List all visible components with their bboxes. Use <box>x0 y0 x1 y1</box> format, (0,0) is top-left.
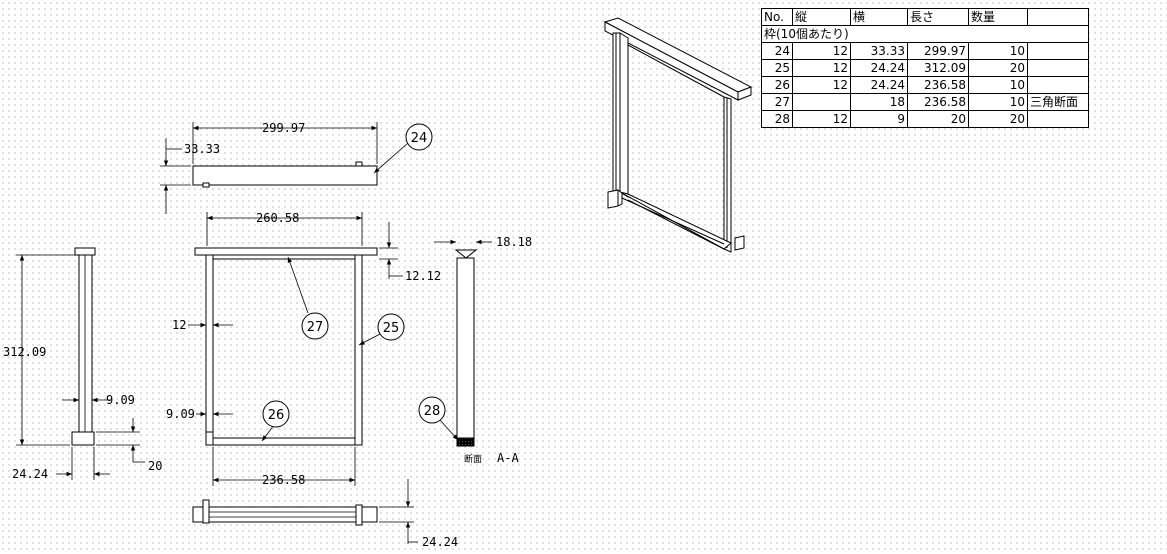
dim-top-height: 33.33 <box>184 142 220 156</box>
header-note <box>1027 8 1089 26</box>
cell: 12 <box>792 59 851 77</box>
top-view: 299.97 33.33 24 <box>160 121 433 214</box>
balloon-26-label: 26 <box>268 408 285 423</box>
header-width: 横 <box>850 8 908 26</box>
dim-small-offset-b: 9.09 <box>166 407 195 421</box>
section-view: 18.18 28 断面 A-A <box>418 235 532 465</box>
table-group-row: 枠(10個あたり) <box>761 25 1089 43</box>
dim-bottom-length: 236.58 <box>262 473 305 487</box>
cell: 12 <box>792 42 851 60</box>
section-label: 断面 <box>464 453 482 465</box>
section-hatch-28 <box>456 437 475 447</box>
header-length: 長さ <box>907 8 969 26</box>
cell <box>1027 76 1089 94</box>
cell: 299.97 <box>907 42 969 60</box>
dim-bottom-width: 24.24 <box>422 535 458 549</box>
cell: 10 <box>968 42 1028 60</box>
section-triangle-27 <box>454 249 478 259</box>
dim-top-length: 299.97 <box>262 121 305 135</box>
balloon-28-label: 28 <box>424 404 441 419</box>
table-row: 28 12 9 20 20 <box>761 110 1089 128</box>
cell: 9 <box>850 110 908 128</box>
dim-side-width: 24.24 <box>12 467 48 481</box>
cell: 10 <box>968 93 1028 111</box>
dim-foot-height: 20 <box>148 459 162 473</box>
dim-cross-height: 12.12 <box>405 269 441 283</box>
header-height: 縦 <box>792 8 851 26</box>
front-post-right-25 <box>354 254 363 446</box>
cell: 20 <box>968 59 1028 77</box>
dim-side-height: 312.09 <box>3 345 46 359</box>
cell: 236.58 <box>907 93 969 111</box>
header-quantity: 数量 <box>968 8 1028 26</box>
group-label: 枠(10個あたり) <box>761 25 1089 43</box>
table-row: 27 18 236.58 10 三角断面 <box>761 93 1089 111</box>
dim-small-offset: 9.09 <box>106 393 135 407</box>
cell <box>1027 110 1089 128</box>
cell: 236.58 <box>907 76 969 94</box>
side-view: 312.09 9.09 20 24.24 <box>3 247 162 481</box>
front-post-left-25 <box>205 254 214 446</box>
balloon-24-label: 24 <box>411 131 428 146</box>
balloon-27-label: 27 <box>307 320 324 335</box>
table-header-row: No. 縦 横 長さ 数量 <box>761 8 1089 26</box>
cell: 33.33 <box>850 42 908 60</box>
parts-table: No. 縦 横 長さ 数量 枠(10個あたり) 24 12 33.33 299.… <box>761 8 1089 128</box>
top-bar-tab-left <box>202 182 210 188</box>
balloon-28 <box>418 396 446 424</box>
front-top-bar-24 <box>194 247 378 256</box>
table-row: 25 12 24.24 312.09 20 <box>761 59 1089 77</box>
side-foot <box>71 431 95 446</box>
cell: 25 <box>761 59 793 77</box>
balloon-26 <box>262 400 290 428</box>
cell <box>1027 59 1089 77</box>
top-bar-24 <box>192 165 378 186</box>
front-foot-28 <box>205 431 214 446</box>
cell <box>1027 42 1089 60</box>
front-bottom-bar-26 <box>212 437 356 446</box>
cell: 三角断面 <box>1027 93 1089 111</box>
cell: 12 <box>792 76 851 94</box>
side-top-cap <box>74 247 96 256</box>
bottom-bar <box>192 506 378 523</box>
cell: 24.24 <box>850 76 908 94</box>
section-post <box>456 257 475 439</box>
bottom-post-left <box>202 499 210 524</box>
cell: 12 <box>792 110 851 128</box>
cell: 28 <box>761 110 793 128</box>
dim-side-thickness: 12 <box>172 318 186 332</box>
cell <box>792 93 851 111</box>
balloon-25-label: 25 <box>383 321 400 336</box>
section-name: A-A <box>497 451 519 465</box>
bottom-view: 24.24 <box>192 479 458 549</box>
cell: 24.24 <box>850 59 908 77</box>
table-row: 26 12 24.24 236.58 10 <box>761 76 1089 94</box>
front-view: 260.58 12.12 12 9.09 236.58 27 25 26 <box>166 211 441 487</box>
table-row: 24 12 33.33 299.97 10 <box>761 42 1089 60</box>
cell: 26 <box>761 76 793 94</box>
top-bar-tab-right <box>355 161 363 167</box>
cell: 20 <box>968 110 1028 128</box>
dim-inner-top: 260.58 <box>256 211 299 225</box>
side-post <box>78 254 93 446</box>
cell: 312.09 <box>907 59 969 77</box>
header-no: No. <box>761 8 793 26</box>
balloon-27 <box>301 312 329 340</box>
dim-cross-width: 18.18 <box>496 235 532 249</box>
balloon-24 <box>405 123 433 151</box>
cell: 27 <box>761 93 793 111</box>
bottom-post-right <box>355 504 363 526</box>
cell: 20 <box>907 110 969 128</box>
cell: 18 <box>850 93 908 111</box>
balloon-25 <box>377 313 405 341</box>
front-cross-27 <box>206 254 363 260</box>
isometric-view <box>603 17 753 253</box>
cell: 24 <box>761 42 793 60</box>
cell: 10 <box>968 76 1028 94</box>
